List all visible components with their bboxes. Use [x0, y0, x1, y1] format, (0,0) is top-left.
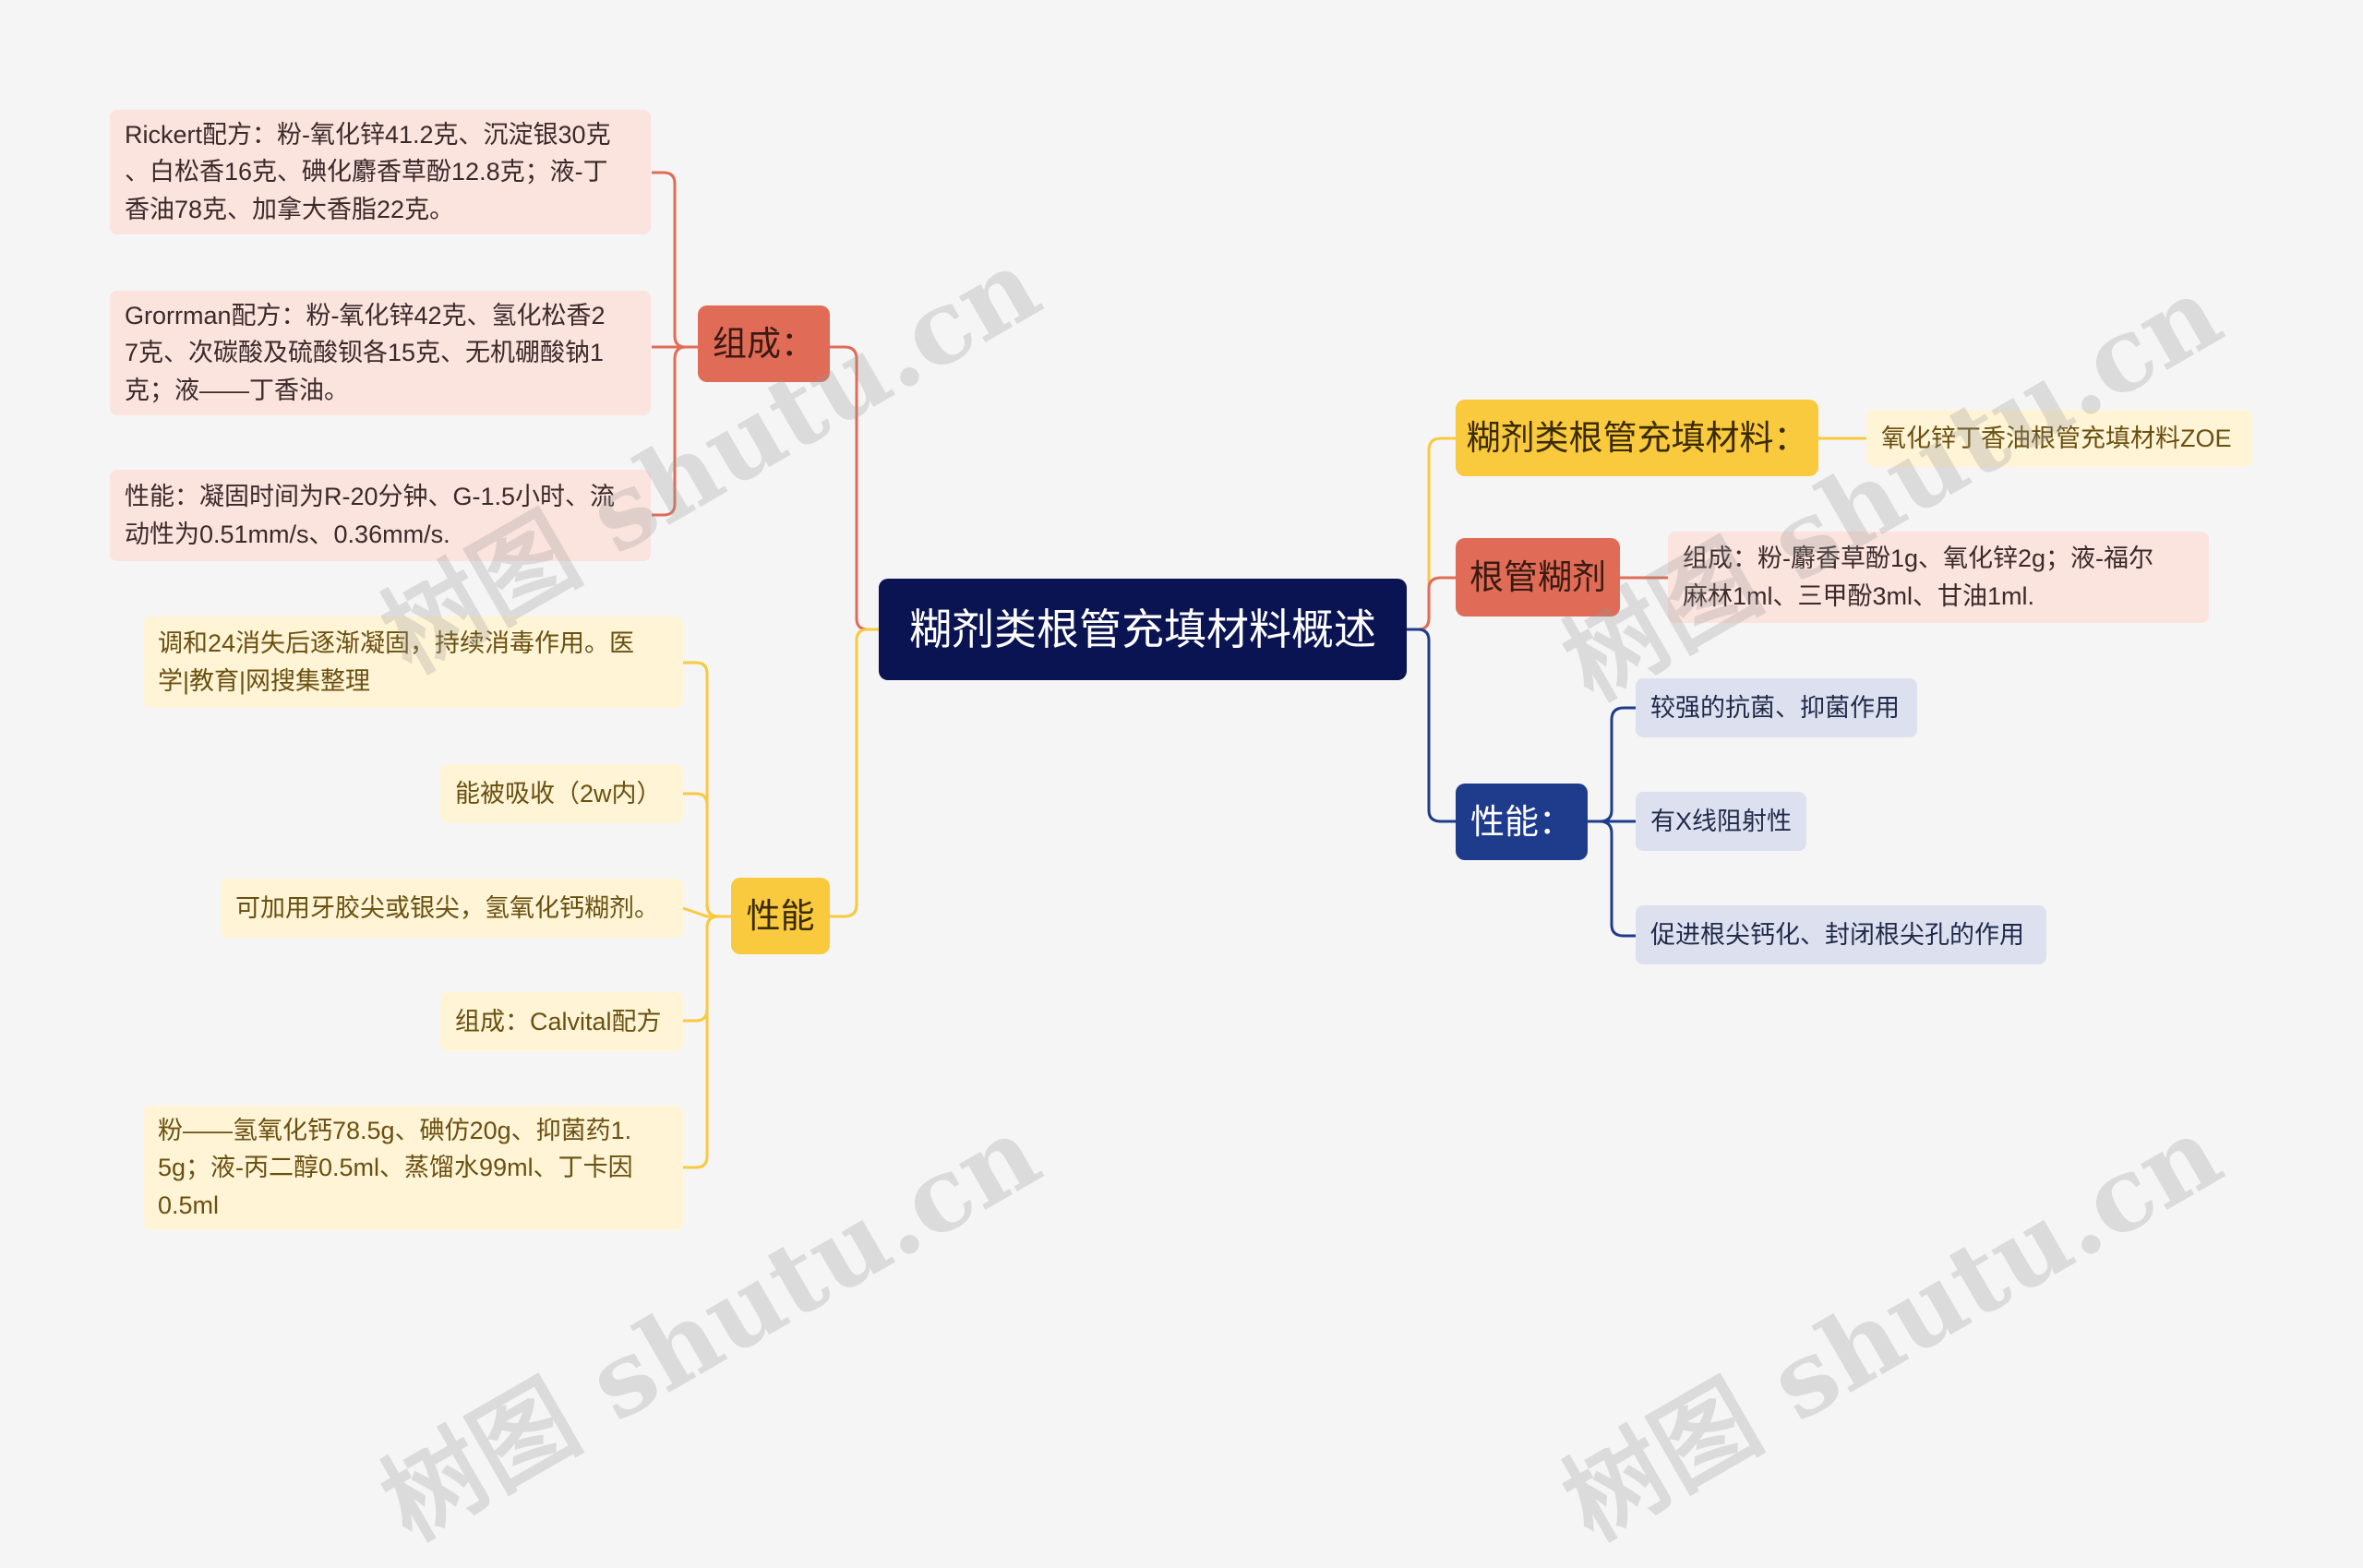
composition-item-rickert[interactable]: Rickert配方：粉-氧化锌41.2克、沉淀银30克 、白松香16克、碘化麝香… [110, 110, 651, 234]
branch-material-label: 糊剂类根管充填材料： [1466, 418, 1808, 457]
connector-root-right-performance [1407, 628, 1456, 823]
material-item-zoe[interactable]: 氧化锌丁香油根管充填材料ZOE [1866, 410, 2252, 467]
leaf-line: 香油78克、加拿大香脂22克。 [125, 195, 455, 223]
connector-root-composition [830, 345, 879, 631]
leaf-line: 学|教育|网搜集整理 [158, 666, 371, 695]
connector-right-performance-item-1 [1588, 706, 1636, 823]
leaf-line: 组成：粉-麝香草酚1g、氧化锌2g；液-福尔 [1683, 545, 2154, 572]
connector-left-performance-item-2 [683, 792, 731, 918]
leaf-line: 、白松香16克、碘化麝香草酚12.8克；液-丁 [125, 158, 608, 186]
branch-right-performance-label: 性能： [1470, 802, 1573, 841]
right-performance-item-1[interactable]: 较强的抗菌、抑菌作用 [1636, 678, 1917, 737]
leaf-line: 能被吸收（2w内） [455, 779, 662, 808]
connector-composition-item-1 [652, 171, 698, 349]
branch-material[interactable]: 糊剂类根管充填材料： [1456, 400, 1818, 476]
leaf-line: 调和24消失后逐渐凝固，持续消毒作用。医 [158, 629, 635, 657]
branch-composition-label: 组成： [713, 324, 815, 363]
leaf-line: 粉——氢氧化钙78.5g、碘仿20g、抑菌药1. [158, 1116, 632, 1144]
leaf-line: 有X线阻射性 [1650, 807, 1793, 835]
right-performance-item-3[interactable]: 促进根尖钙化、封闭根尖孔的作用 [1636, 905, 2046, 964]
branch-paste[interactable]: 根管糊剂 [1456, 538, 1620, 616]
mind-map-canvas: 糊剂类根管充填材料概述 组成： Rickert配方：粉-氧化锌41.2克、沉淀银… [110, 110, 2252, 1562]
leaf-line: 克；液——丁香油。 [125, 376, 349, 404]
left-performance-item-4[interactable]: 组成：Calvital配方 [440, 992, 683, 1051]
branch-composition[interactable]: 组成： [698, 305, 830, 382]
connector-root-material [1407, 437, 1456, 631]
paste-item-composition[interactable]: 组成：粉-麝香草酚1g、氧化锌2g；液-福尔 麻林1ml、三甲酚3ml、甘油1m… [1668, 532, 2209, 623]
branch-paste-label: 根管糊剂 [1469, 557, 1606, 596]
leaf-line: 促进根尖钙化、封闭根尖孔的作用 [1650, 920, 2024, 949]
leaf-line: 0.5ml [158, 1191, 220, 1219]
root-node[interactable]: 糊剂类根管充填材料概述 [879, 579, 1407, 680]
connector-lines [652, 171, 1866, 1169]
leaf-line: Rickert配方：粉-氧化锌41.2克、沉淀银30克 [125, 120, 611, 149]
leaf-line: 较强的抗菌、抑菌作用 [1650, 693, 1900, 722]
composition-item-properties[interactable]: 性能：凝固时间为R-20分钟、G-1.5小时、流 动性为0.51mm/s、0.3… [110, 470, 651, 561]
composition-item-grorrman[interactable]: Grorrman配方：粉-氧化锌42克、氢化松香2 7克、次碳酸及硫酸钡各15克… [110, 291, 651, 415]
connector-right-performance-item-3 [1588, 820, 1636, 938]
leaf-line: 组成：Calvital配方 [455, 1007, 662, 1035]
leaf-line: 麻林1ml、三甲酚3ml、甘油1ml. [1683, 581, 2035, 610]
leaf-line: 氧化锌丁香油根管充填材料ZOE [1881, 424, 2232, 452]
leaf-line: 动性为0.51mm/s、0.36mm/s. [125, 520, 450, 548]
leaf-line: 性能：凝固时间为R-20分钟、G-1.5小时、流 [125, 483, 616, 510]
root-label: 糊剂类根管充填材料概述 [909, 604, 1376, 653]
branch-right-performance[interactable]: 性能： [1456, 784, 1588, 860]
connector-root-paste [1407, 576, 1456, 631]
branch-left-performance[interactable]: 性能 [731, 878, 830, 954]
branch-left-performance-label: 性能 [746, 896, 815, 935]
left-performance-item-2[interactable]: 能被吸收（2w内） [440, 764, 683, 823]
right-performance-item-2[interactable]: 有X线阻射性 [1636, 792, 1806, 851]
leaf-line: 7克、次碳酸及硫酸钡各15克、无机硼酸钠1 [125, 339, 605, 367]
connector-composition-item-3 [652, 345, 698, 517]
connector-root-left-performance [830, 628, 879, 918]
leaf-line: 可加用牙胶尖或银尖，氢氧化钙糊剂。 [235, 893, 659, 922]
left-performance-item-5[interactable]: 粉——氢氧化钙78.5g、碘仿20g、抑菌药1. 5g；液-丙二醇0.5ml、蒸… [143, 1106, 683, 1230]
leaf-line: 5g；液-丙二醇0.5ml、蒸馏水99ml、丁卡因 [158, 1154, 633, 1182]
left-performance-item-1[interactable]: 调和24消失后逐渐凝固，持续消毒作用。医 学|教育|网搜集整理 [143, 616, 683, 708]
connector-left-performance-item-5 [683, 915, 731, 1169]
left-performance-item-3[interactable]: 可加用牙胶尖或银尖，氢氧化钙糊剂。 [221, 879, 683, 938]
leaf-line: Grorrman配方：粉-氧化锌42克、氢化松香2 [125, 301, 606, 329]
